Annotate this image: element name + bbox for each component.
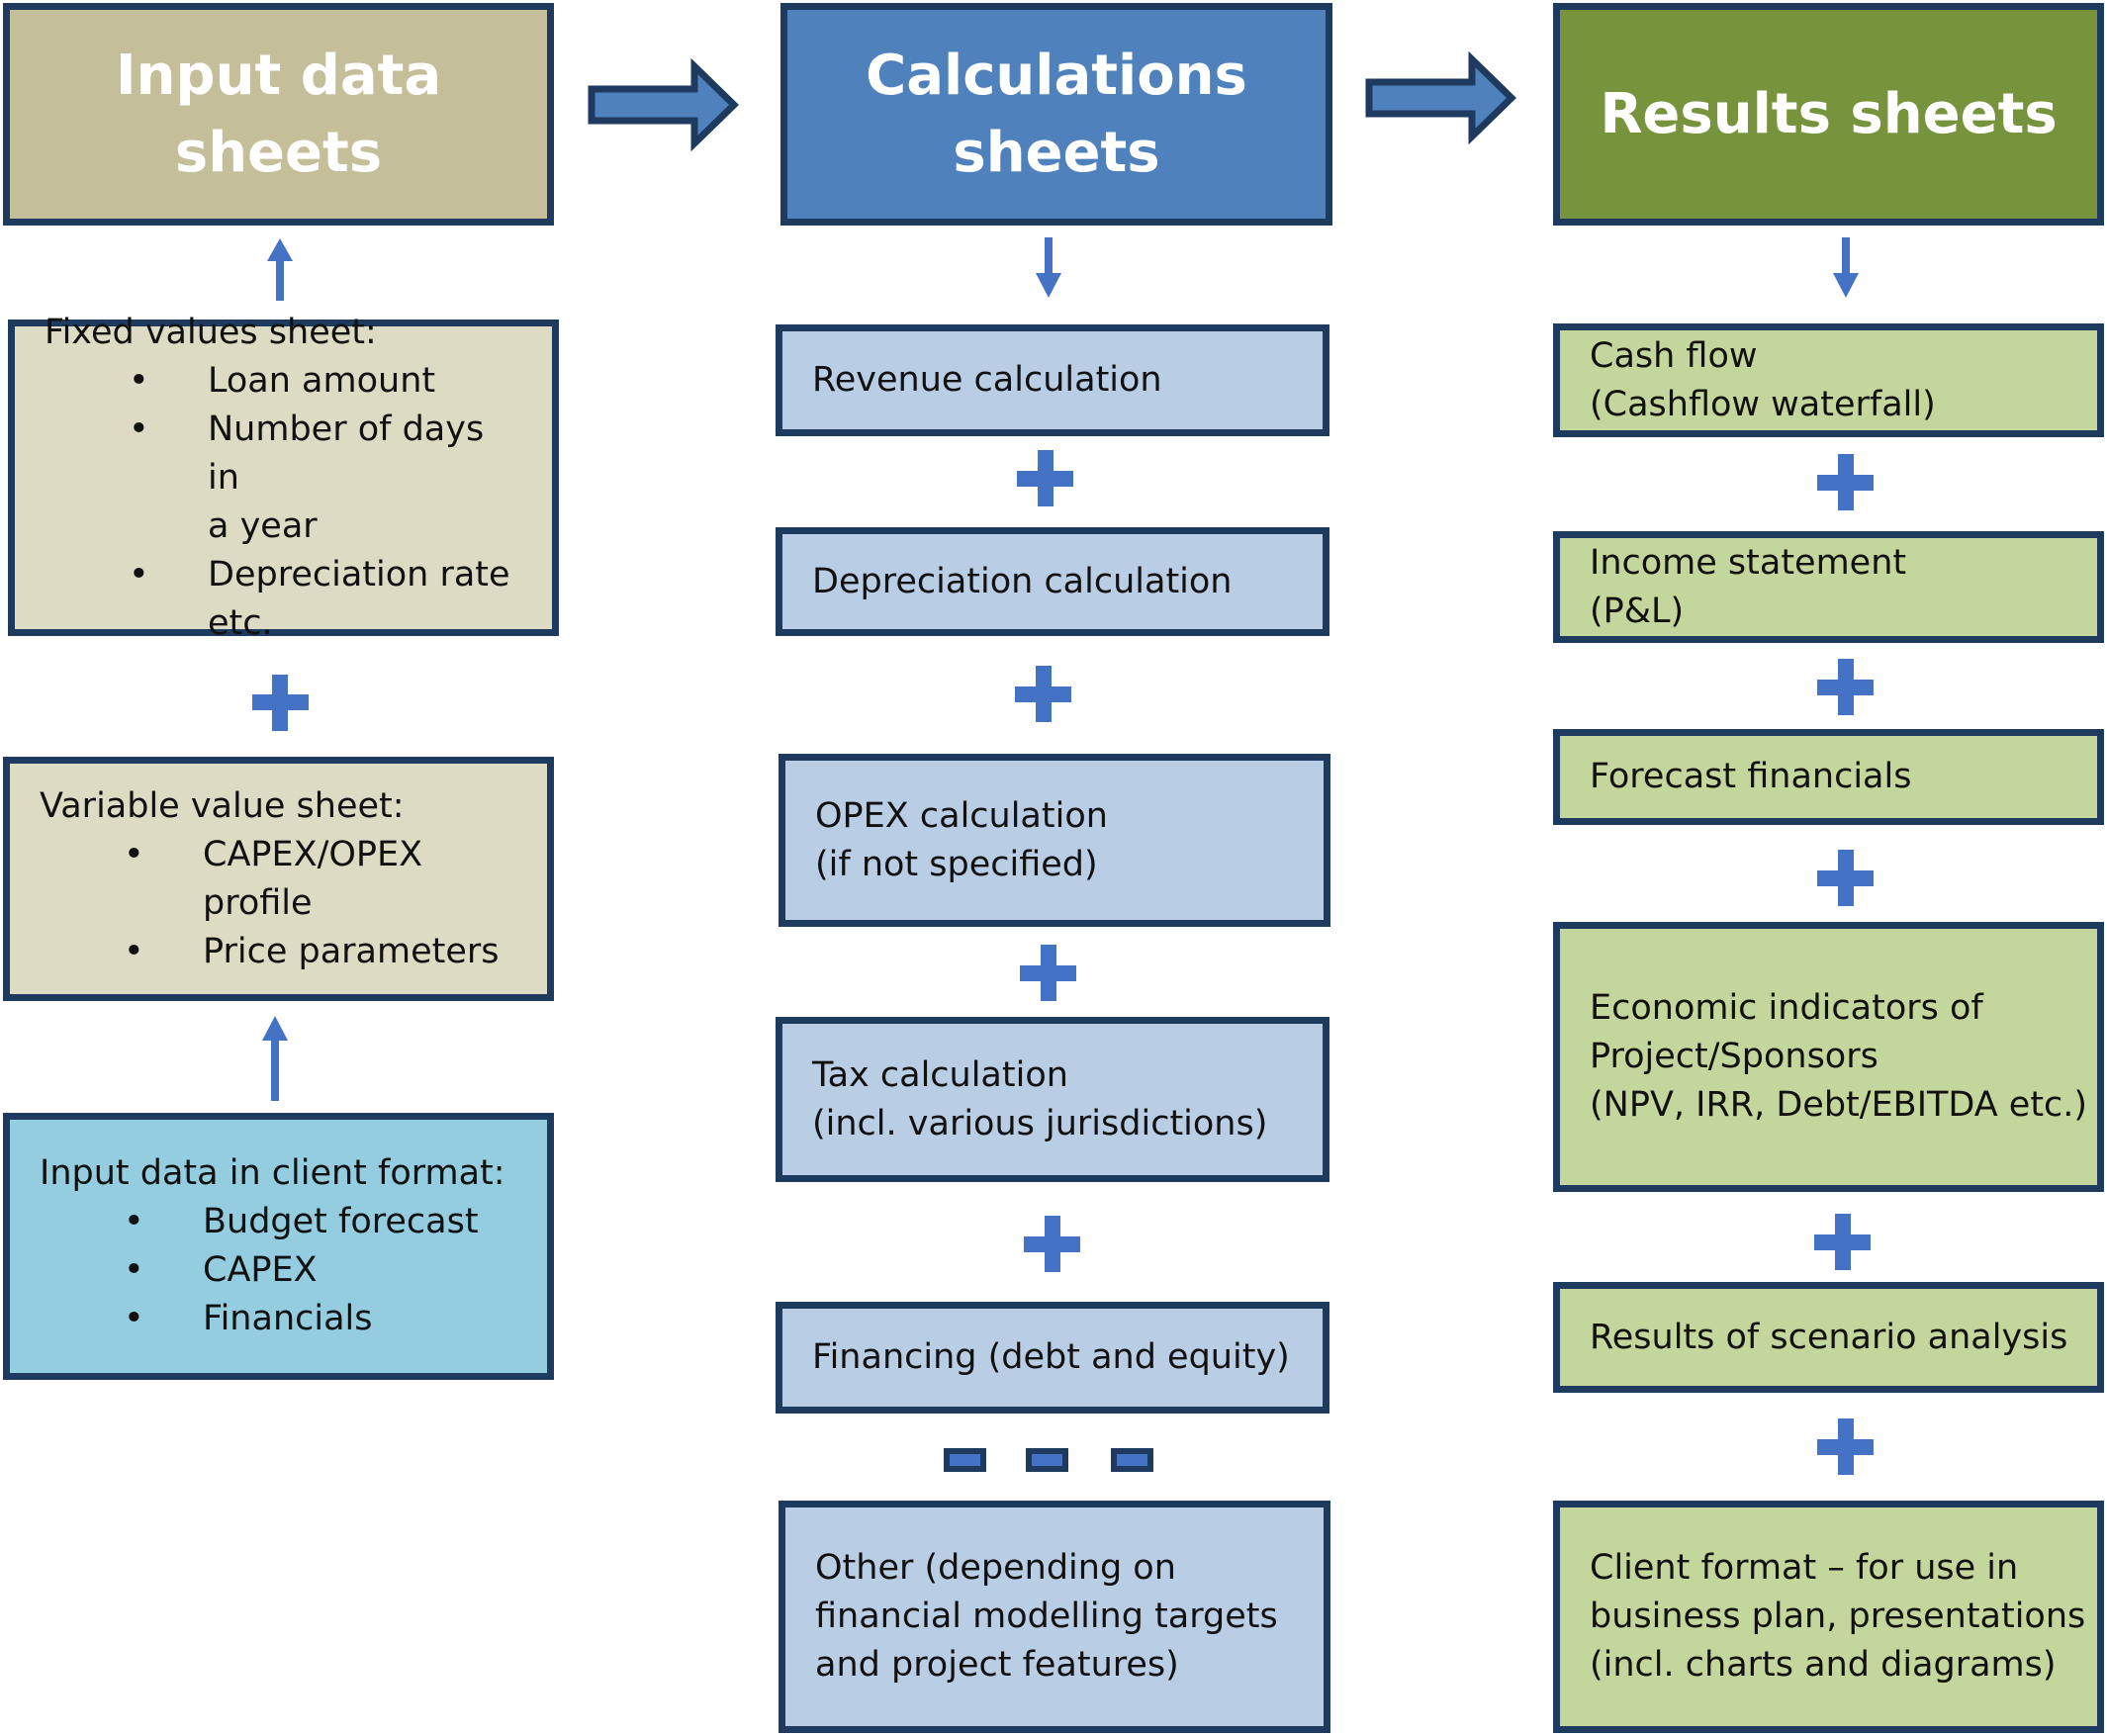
bullet-icon: • <box>124 1202 144 1241</box>
bullet-icon: • <box>124 834 144 874</box>
plus-icon <box>1814 1214 1871 1270</box>
bullet-icon: • <box>124 1299 144 1338</box>
client-format-input-box: Input data in client format: •Budget for… <box>3 1113 554 1380</box>
minus-icon <box>1111 1448 1153 1472</box>
tax-calculation-box: Tax calculation (incl. various jurisdict… <box>776 1017 1329 1182</box>
opex-calculation-box: OPEX calculation (if not specified) <box>779 754 1330 927</box>
plus-icon <box>1817 850 1874 906</box>
bullet-icon: • <box>129 360 149 401</box>
up-arrow-icon <box>267 238 293 301</box>
plus-icon <box>1817 1418 1874 1475</box>
plus-icon <box>1017 450 1073 506</box>
plus-icon <box>252 675 309 731</box>
plus-icon <box>1020 945 1076 1001</box>
income-statement-box: Income statement (P&L) <box>1553 531 2104 643</box>
plus-icon <box>1024 1216 1080 1272</box>
bullet-icon: • <box>124 931 144 971</box>
financing-box: Financing (debt and equity) <box>776 1302 1329 1414</box>
up-arrow-icon <box>262 1016 288 1101</box>
other-calculations-box: Other (depending on financial modelling … <box>779 1501 1330 1733</box>
calculations-sheets-header: Calculations sheets <box>780 3 1332 226</box>
fixed-values-title: Fixed values sheet: <box>45 312 377 352</box>
list-item: •Financials <box>40 1295 517 1343</box>
plus-icon <box>1015 666 1071 722</box>
plus-icon <box>1817 659 1874 715</box>
down-arrow-icon <box>1036 237 1061 298</box>
results-header-label: Results sheets <box>1600 81 2058 146</box>
right-arrow-icon <box>1365 50 1517 145</box>
revenue-calculation-box: Revenue calculation <box>776 324 1329 436</box>
scenario-analysis-box: Results of scenario analysis <box>1553 1282 2104 1393</box>
list-item: •Price parameters <box>40 928 517 976</box>
list-item: •Loan amount <box>45 357 522 406</box>
fixed-values-sheet-box: Fixed values sheet: •Loan amount •Number… <box>8 313 559 643</box>
bullet-icon: • <box>129 409 149 449</box>
list-item: •Budget forecast <box>40 1198 517 1246</box>
down-arrow-icon <box>1833 237 1859 298</box>
input-data-sheets-header: Input data sheets <box>3 3 554 226</box>
input-header-label: Input data sheets <box>115 44 442 185</box>
bullet-icon: • <box>124 1250 144 1290</box>
minus-icon <box>944 1448 986 1472</box>
economic-indicators-box: Economic indicators of Project/Sponsors … <box>1553 922 2104 1192</box>
depreciation-calculation-box: Depreciation calculation <box>776 527 1329 636</box>
calc-header-line: sheets <box>953 120 1160 185</box>
bullet-icon: • <box>129 554 149 594</box>
results-sheets-header: Results sheets <box>1553 3 2104 226</box>
list-item: •CAPEX <box>40 1246 517 1295</box>
right-arrow-icon <box>588 57 740 152</box>
forecast-financials-box: Forecast financials <box>1553 729 2104 825</box>
calc-header-line: Calculations <box>866 44 1247 109</box>
client-format-output-box: Client format – for use in business plan… <box>1553 1501 2104 1733</box>
variable-value-title: Variable value sheet: <box>40 785 405 826</box>
plus-icon <box>1817 454 1874 510</box>
client-input-title: Input data in client format: <box>40 1153 505 1193</box>
cash-flow-box: Cash flow (Cashflow waterfall) <box>1553 323 2104 437</box>
minus-icon <box>1026 1448 1068 1472</box>
